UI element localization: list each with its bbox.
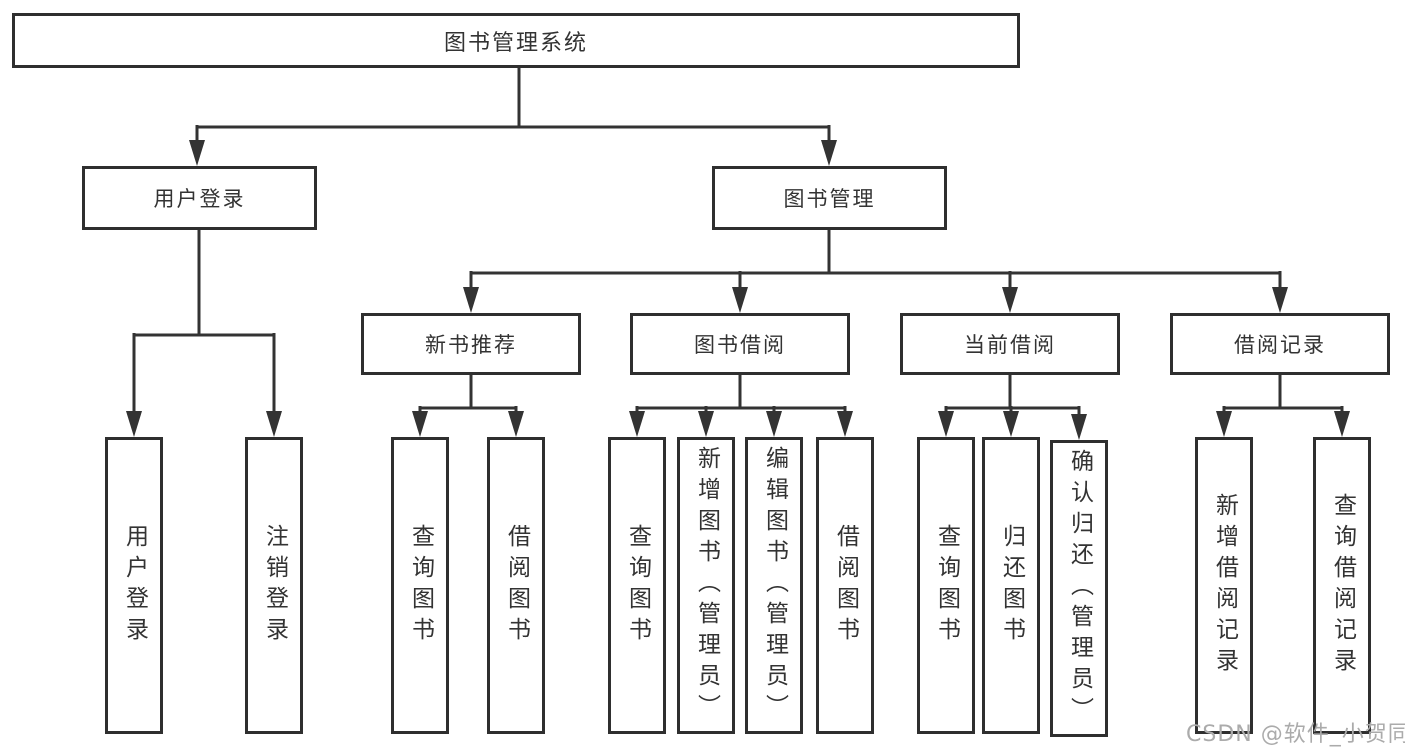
node-new-book-recommendation: 新书推荐 <box>361 313 581 375</box>
leaf-edit-books-admin: 编辑图书（管理员） <box>745 437 803 734</box>
node-label: 确认归还（管理员） <box>1066 449 1093 728</box>
leaf-borrow-books: 借阅图书 <box>816 437 874 734</box>
node-label: 用户登录 <box>121 523 148 648</box>
node-current-borrowing: 当前借阅 <box>900 313 1120 375</box>
node-label: 查询图书 <box>624 523 651 648</box>
node-label: 注销登录 <box>261 523 288 648</box>
node-label: 归还图书 <box>998 523 1025 648</box>
node-label: 查询借阅记录 <box>1329 492 1356 679</box>
leaf-logout: 注销登录 <box>245 437 303 734</box>
node-label: 当前借阅 <box>964 333 1056 357</box>
leaf-add-books-admin: 新增图书（管理员） <box>677 437 735 734</box>
leaf-confirm-return-admin: 确认归还（管理员） <box>1050 440 1108 737</box>
node-book-management: 图书管理 <box>712 166 947 230</box>
node-label: 借阅记录 <box>1234 333 1326 357</box>
csdn-watermark: CSDN @软件_小贺同学 <box>1186 722 1405 747</box>
leaf-query-books-borrowing: 查询图书 <box>608 437 666 734</box>
leaf-query-books-current: 查询图书 <box>917 437 975 734</box>
node-label: 新增图书（管理员） <box>693 446 720 725</box>
leaf-add-borrowing-record: 新增借阅记录 <box>1195 437 1253 734</box>
node-label: 新书推荐 <box>425 333 517 357</box>
leaf-user-login: 用户登录 <box>105 437 163 734</box>
node-label: 图书管理 <box>783 187 876 211</box>
node-label: 编辑图书（管理员） <box>761 446 788 725</box>
leaf-query-borrowing-record: 查询借阅记录 <box>1313 437 1371 734</box>
node-label: 图书借阅 <box>694 333 786 357</box>
leaf-return-books: 归还图书 <box>982 437 1040 734</box>
node-label: 查询图书 <box>407 523 434 648</box>
node-label: 借阅图书 <box>832 523 859 648</box>
node-label: 新增借阅记录 <box>1211 492 1238 679</box>
node-label: 查询图书 <box>933 523 960 648</box>
leaf-query-books-recommendation: 查询图书 <box>391 437 449 734</box>
node-library-management-system: 图书管理系统 <box>12 13 1020 68</box>
node-label: 图书管理系统 <box>443 30 588 56</box>
node-book-borrowing: 图书借阅 <box>630 313 850 375</box>
node-label: 用户登录 <box>153 187 246 211</box>
arrowheads <box>126 140 1350 440</box>
leaf-borrow-books-recommendation: 借阅图书 <box>487 437 545 734</box>
node-user-login: 用户登录 <box>82 166 317 230</box>
node-borrowing-records: 借阅记录 <box>1170 313 1390 375</box>
node-label: 借阅图书 <box>503 523 530 648</box>
